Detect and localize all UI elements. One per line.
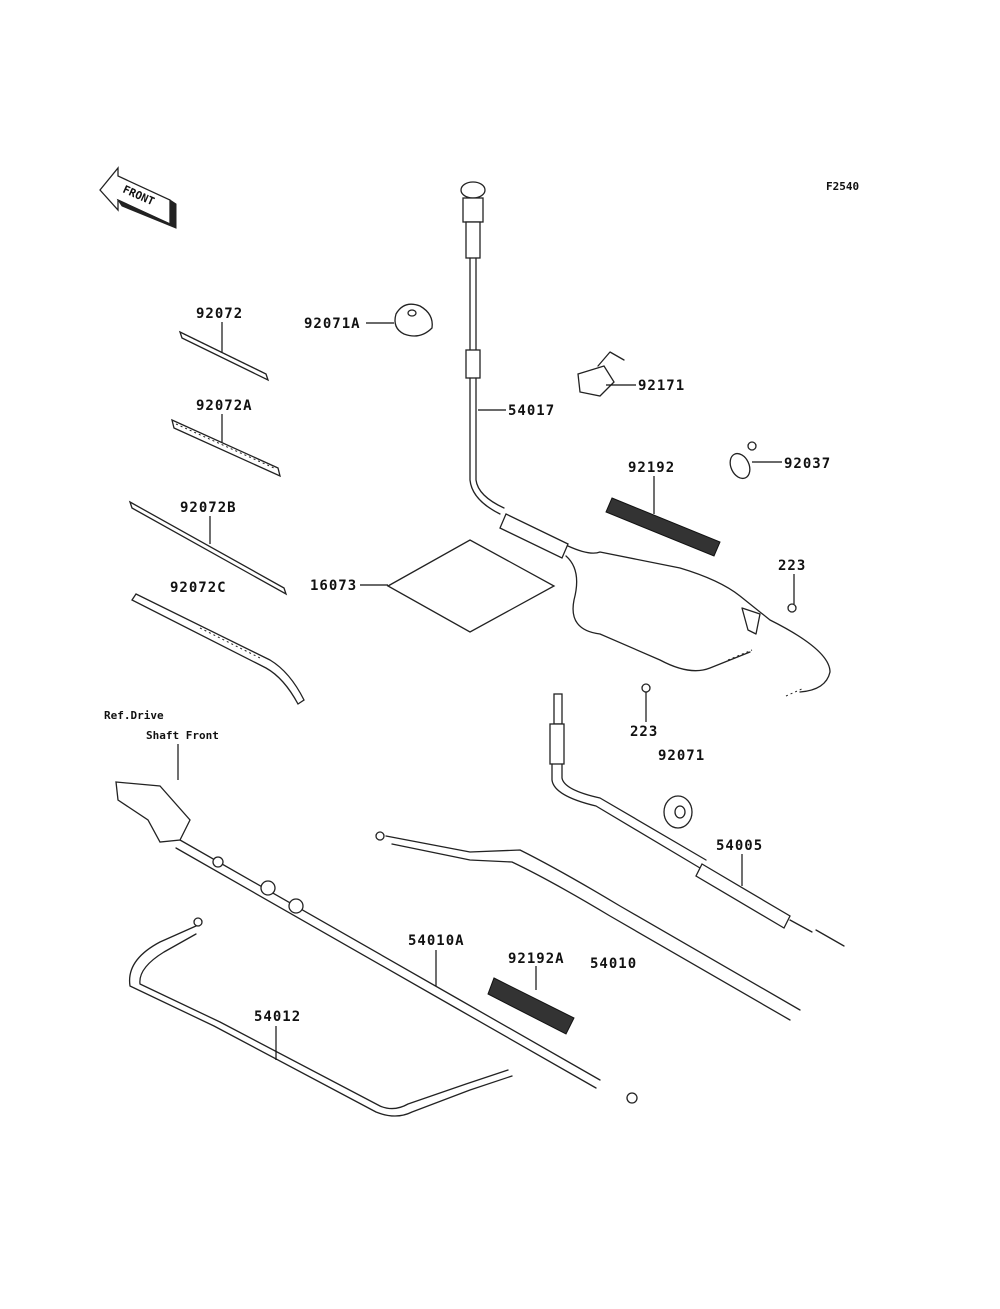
brake-cable-54010a: Ref.Drive Shaft Front 54010A xyxy=(104,709,638,1104)
throttle-cable-54005: 54005 xyxy=(549,693,845,947)
callout-92072c: 92072C xyxy=(170,580,227,596)
callout-92192: 92192 xyxy=(628,460,675,476)
tube-92192a: 92192A xyxy=(487,951,575,1035)
clamp-92037: 92037 xyxy=(729,441,831,480)
callout-54017: 54017 xyxy=(508,403,555,419)
screw-223-lower: 223 xyxy=(630,683,658,740)
callout-54010a: 54010A xyxy=(408,933,465,949)
cable-tie-92072: 92072 xyxy=(178,306,270,382)
callout-54005: 54005 xyxy=(716,838,763,854)
choke-cable-54017: 54017 xyxy=(460,181,831,697)
callout-223-lower: 223 xyxy=(630,724,658,740)
cable-tie-92072b: 92072B xyxy=(128,500,288,596)
cable-tie-92072c: 92072C xyxy=(131,580,305,705)
sheet-16073: 16073 xyxy=(310,539,556,633)
clamp-92171: 92171 xyxy=(577,351,685,397)
callout-92192a: 92192A xyxy=(508,951,565,967)
tube-92192: 92192 xyxy=(605,460,721,557)
callout-92071a: 92071A xyxy=(304,316,361,332)
grommet-92071a: 92071A xyxy=(304,303,433,337)
brake-cable-54010: 54010 xyxy=(375,831,801,1021)
callout-223-upper: 223 xyxy=(778,558,806,574)
callout-92072a: 92072A xyxy=(196,398,253,414)
grommet-92071: 92071 xyxy=(658,748,705,829)
callout-54010: 54010 xyxy=(590,956,637,972)
callout-92071: 92071 xyxy=(658,748,705,764)
callout-92072b: 92072B xyxy=(180,500,237,516)
callout-54012: 54012 xyxy=(254,1009,301,1025)
callout-92171: 92171 xyxy=(638,378,685,394)
callout-92037: 92037 xyxy=(784,456,831,472)
figure-id: F2540 xyxy=(826,180,859,193)
cable-tie-92072a: 92072A xyxy=(171,398,281,478)
ref-note-line1: Ref.Drive xyxy=(104,709,164,722)
front-arrow-icon: FRONT xyxy=(99,166,177,229)
ref-note-line2: Shaft Front xyxy=(146,729,219,742)
callout-92072: 92072 xyxy=(196,306,243,322)
callout-16073: 16073 xyxy=(310,578,357,594)
cable-54012: 54012 xyxy=(128,917,513,1117)
screw-223-upper: 223 xyxy=(778,558,806,613)
